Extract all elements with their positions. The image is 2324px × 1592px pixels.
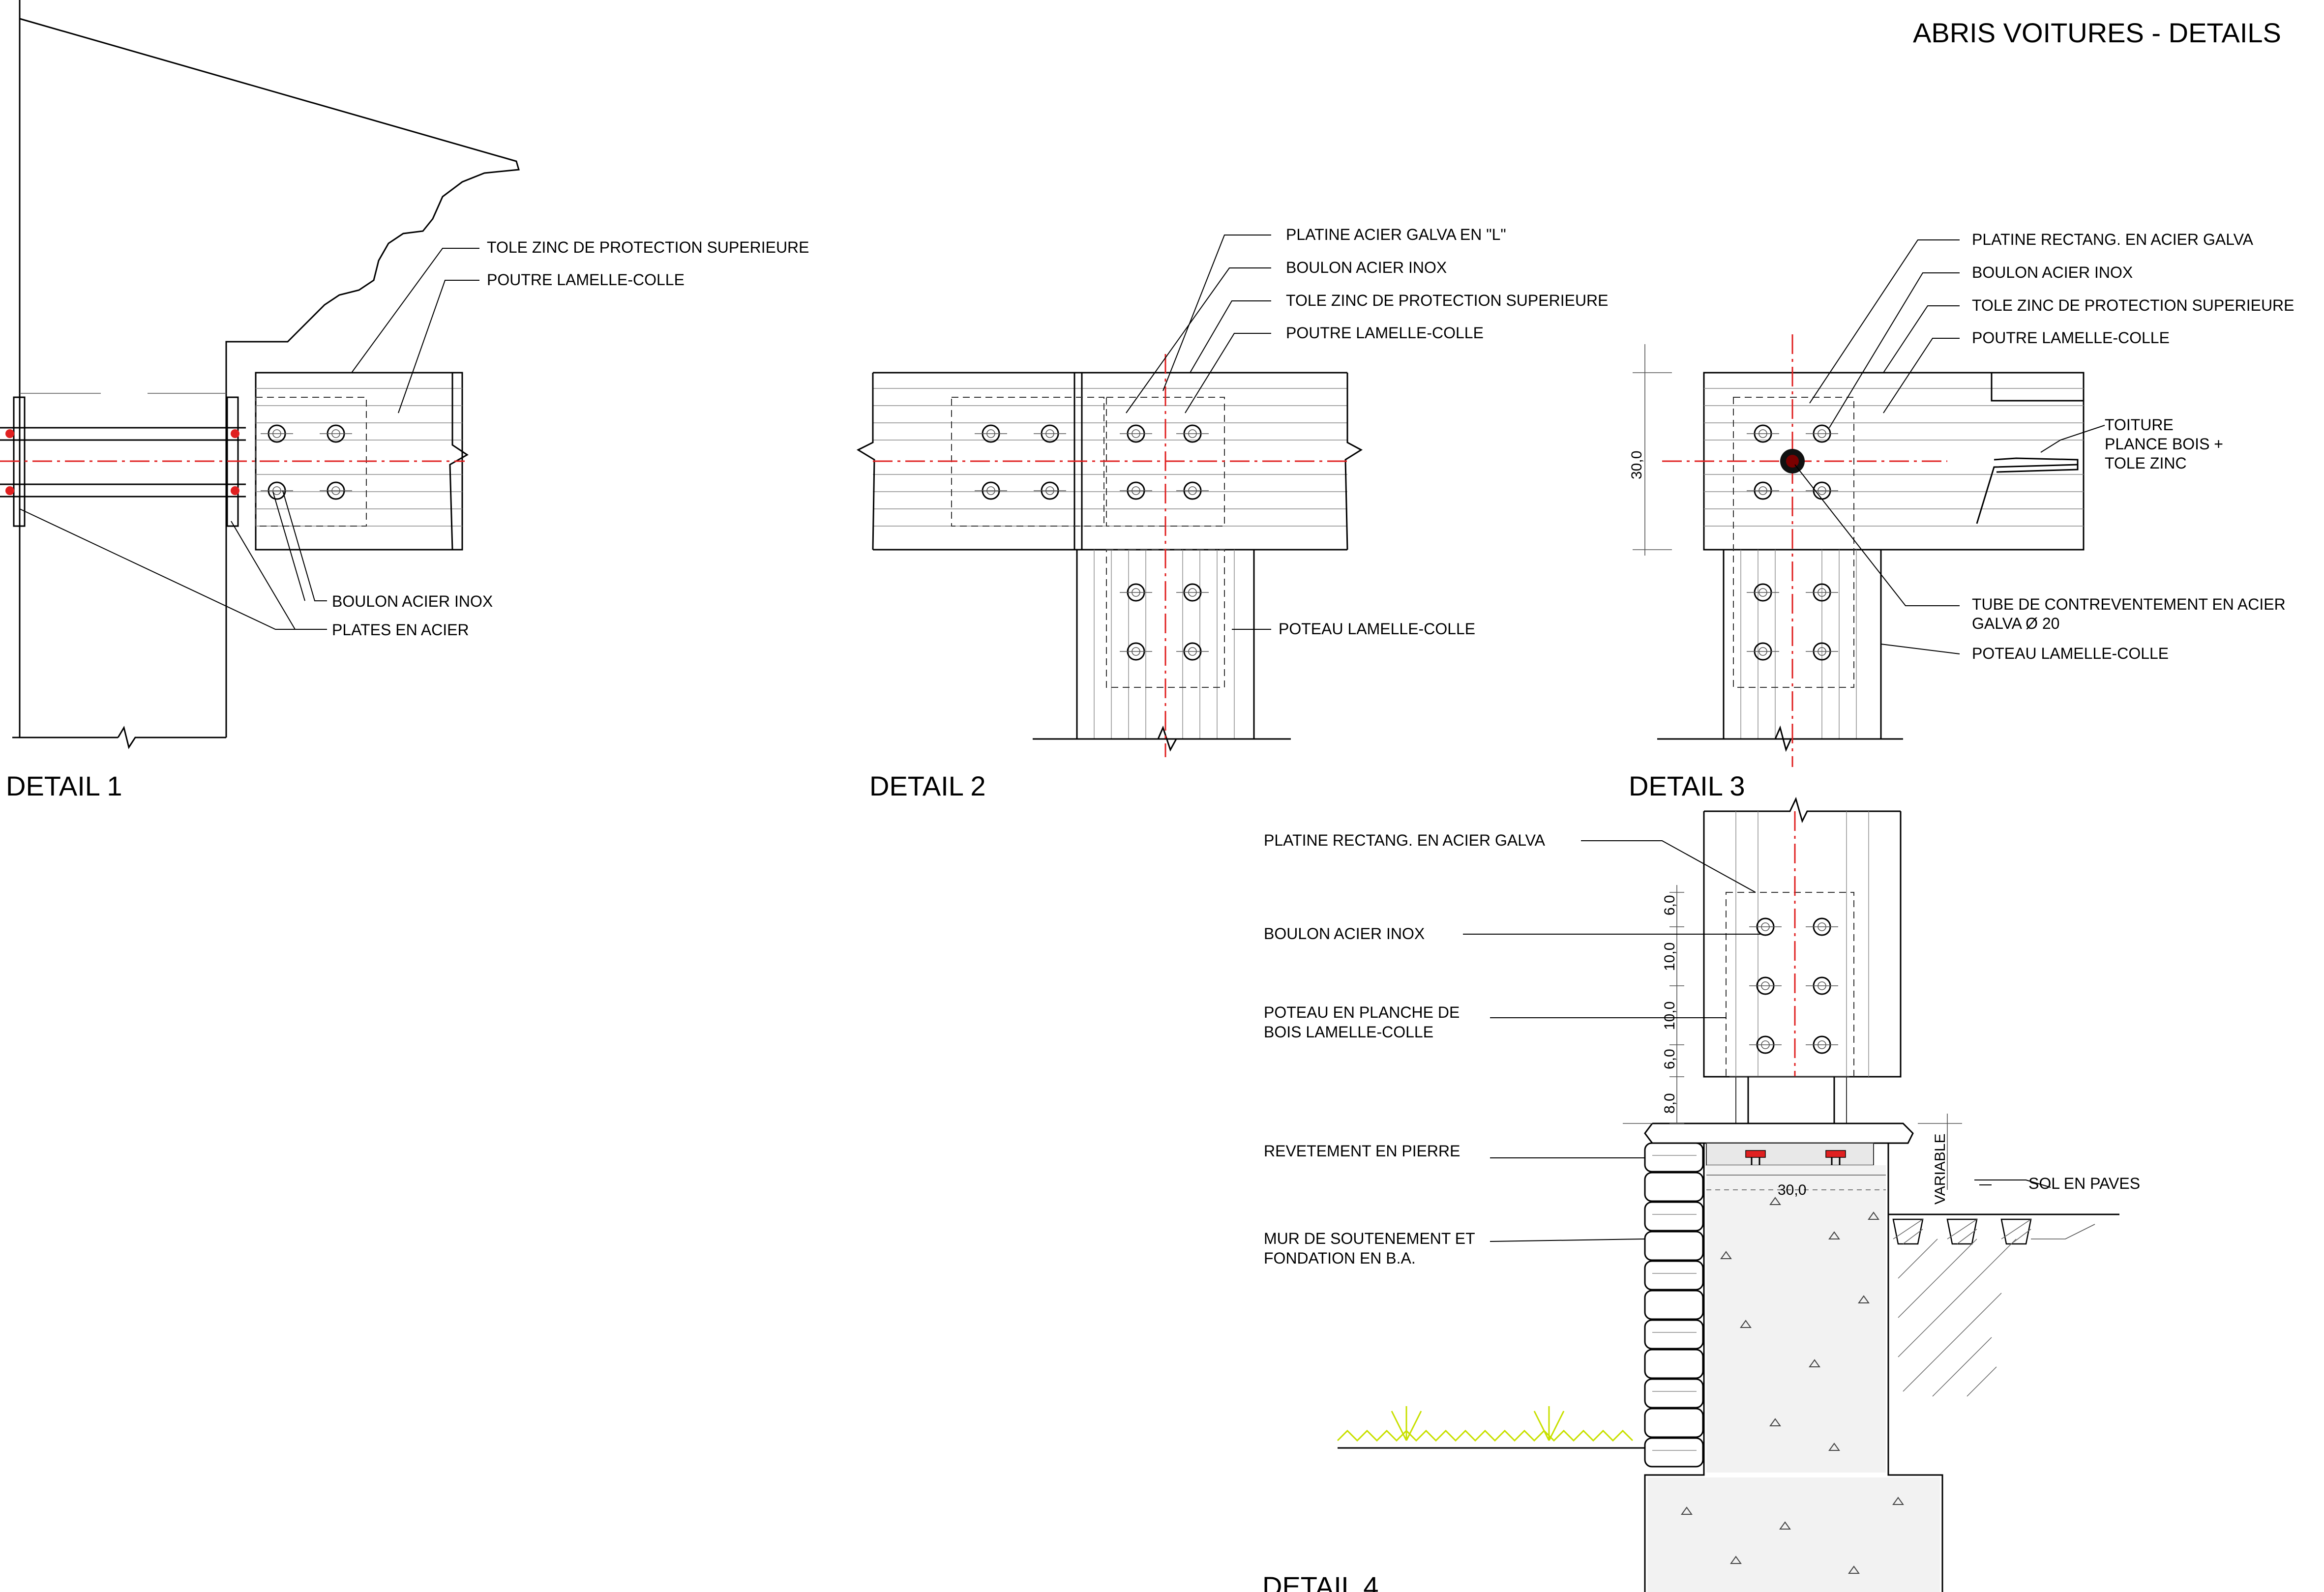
detail-3-title: DETAIL 3 <box>1629 770 1745 801</box>
bolt-icon <box>1034 424 1066 443</box>
label-d4-dim-h: 30,0 <box>1778 1182 1806 1198</box>
label-d4-poteau-2: BOIS LAMELLE-COLLE <box>1264 1023 1433 1041</box>
label-d1-tole: TOLE ZINC DE PROTECTION SUPERIEURE <box>487 238 809 256</box>
label-d4-revetement: REVETEMENT EN PIERRE <box>1264 1142 1460 1160</box>
label-d4-mur-1: MUR DE SOUTENEMENT ET <box>1264 1230 1475 1247</box>
label-d4-boulon: BOULON ACIER INOX <box>1264 925 1425 943</box>
bolt-icon <box>261 481 293 500</box>
bolt-icon <box>1176 481 1209 500</box>
label-d3-tube-2: GALVA Ø 20 <box>1972 615 2059 632</box>
bolt-icon <box>1034 481 1066 500</box>
label-d4-mur-2: FONDATION EN B.A. <box>1264 1249 1416 1267</box>
label-d2-platine: PLATINE ACIER GALVA EN "L" <box>1286 226 1506 243</box>
bolt-icon <box>1806 917 1838 936</box>
label-d4-dim-3: 10,0 <box>1662 1002 1678 1030</box>
label-d4-platine: PLATINE RECTANG. EN ACIER GALVA <box>1264 831 1546 849</box>
detail-4-drawing <box>1337 796 2119 1592</box>
label-d4-variable: VARIABLE <box>1932 1133 1948 1205</box>
label-d2-tole: TOLE ZINC DE PROTECTION SUPERIEURE <box>1286 292 1609 309</box>
bolt-icon <box>1806 424 1838 443</box>
label-d4-dim-5: 8,0 <box>1662 1093 1678 1114</box>
label-d1-plates: PLATES EN ACIER <box>332 621 469 639</box>
label-d3-tole: TOLE ZINC DE PROTECTION SUPERIEURE <box>1972 296 2294 314</box>
label-d3-toiture-3: TOLE ZINC <box>2105 454 2187 472</box>
label-d4-poteau-1: POTEAU EN PLANCHE DE <box>1264 1003 1460 1021</box>
label-d2-poutre: POUTRE LAMELLE-COLLE <box>1286 324 1484 342</box>
bolt-icon <box>1176 642 1209 661</box>
label-d3-boulon: BOULON ACIER INOX <box>1972 264 2133 281</box>
label-d3-dim: 30,0 <box>1629 451 1645 479</box>
bolt-icon <box>1747 642 1779 661</box>
tube-icon <box>1780 449 1805 473</box>
bolt-icon <box>1806 976 1838 995</box>
label-d3-toiture-2: PLANCE BOIS + <box>2105 435 2223 453</box>
bolt-icon <box>1120 424 1152 443</box>
detail-4-title: DETAIL 4 <box>1262 1571 1379 1592</box>
bolt-icon <box>1749 1035 1782 1054</box>
bolt-icon <box>975 424 1007 443</box>
bolt-icon <box>1749 976 1782 995</box>
label-d2-boulon: BOULON ACIER INOX <box>1286 259 1447 276</box>
bolt-icon <box>1806 642 1838 661</box>
label-d3-tube-1: TUBE DE CONTREVENTEMENT EN ACIER <box>1972 595 2286 613</box>
bolt-icon <box>1120 642 1152 661</box>
detail-3-drawing <box>1633 239 2105 767</box>
bolt-icon <box>1176 424 1209 443</box>
bolt-icon <box>1749 917 1782 936</box>
label-d4-dim-1: 6,0 <box>1662 895 1678 915</box>
label-d2-poteau: POTEAU LAMELLE-COLLE <box>1279 620 1475 638</box>
label-d1-boulon: BOULON ACIER INOX <box>332 592 493 610</box>
label-d1-poutre: POUTRE LAMELLE-COLLE <box>487 271 685 289</box>
detail-2-title: DETAIL 2 <box>869 770 986 801</box>
bolt-icon <box>1806 1035 1838 1054</box>
bolt-icon <box>1747 424 1779 443</box>
label-d3-poteau: POTEAU LAMELLE-COLLE <box>1972 645 2169 662</box>
label-d3-toiture-1: TOITURE <box>2105 416 2174 434</box>
bolt-icon <box>1120 583 1152 602</box>
detail-1-title: DETAIL 1 <box>6 770 122 801</box>
label-d3-platine: PLATINE RECTANG. EN ACIER GALVA <box>1972 231 2254 248</box>
label-d3-poutre: POUTRE LAMELLE-COLLE <box>1972 329 2170 347</box>
bolt-icon <box>320 424 352 443</box>
bolt-icon <box>1806 583 1838 602</box>
bolt-icon <box>1176 583 1209 602</box>
detail-2-drawing <box>856 235 1363 757</box>
bolt-icon <box>1747 583 1779 602</box>
bolt-icon <box>1120 481 1152 500</box>
label-d4-dim-2: 10,0 <box>1662 943 1678 971</box>
detail-1-drawing <box>0 0 520 749</box>
bolt-icon <box>261 424 293 443</box>
bolt-icon <box>975 481 1007 500</box>
label-d4-sol: SOL EN PAVES <box>2028 1175 2140 1192</box>
bolt-icon <box>320 481 352 500</box>
bolt-icon <box>1747 481 1779 500</box>
label-d4-dim-4: 6,0 <box>1662 1049 1678 1069</box>
sheet-title: ABRIS VOITURES - DETAILS <box>1913 17 2281 48</box>
